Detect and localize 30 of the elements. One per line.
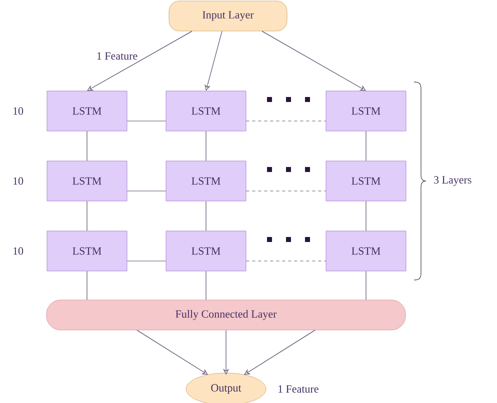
layer-count: 3 Layers	[434, 176, 472, 186]
connector-line	[86, 200, 88, 232]
connector-line	[126, 260, 166, 262]
lstm-box: LSTM	[326, 90, 406, 132]
arrow	[136, 330, 208, 375]
connector-line	[246, 260, 326, 262]
lstm-box: LSTM	[46, 230, 128, 272]
node-caption: 1 Feature	[278, 385, 318, 393]
edge-label: 1 Feature	[95, 51, 139, 61]
unit-count: 10	[13, 247, 24, 255]
connector-line	[246, 120, 326, 122]
unit-count: 10	[13, 177, 24, 185]
arrow	[244, 330, 316, 375]
unit-count: 10	[13, 107, 24, 115]
connector-line	[246, 190, 326, 192]
lstm-box: LSTM	[166, 90, 246, 132]
connector-line	[86, 130, 88, 162]
arrow	[262, 30, 366, 91]
lstm-box: LSTM	[166, 160, 246, 202]
connector-line	[126, 120, 166, 122]
input-layer-box: Input Layer	[168, 0, 288, 32]
connector-line	[126, 190, 166, 192]
lstm-box: LSTM	[166, 230, 246, 272]
connector-line	[86, 270, 88, 300]
lstm-box: LSTM	[326, 230, 406, 272]
lstm-box: LSTM	[326, 160, 406, 202]
fully-connected-layer-band: Fully Connected Layer	[46, 300, 406, 330]
lstm-box: LSTM	[46, 90, 128, 132]
lstm-box: LSTM	[46, 160, 128, 202]
arrow	[87, 30, 192, 91]
